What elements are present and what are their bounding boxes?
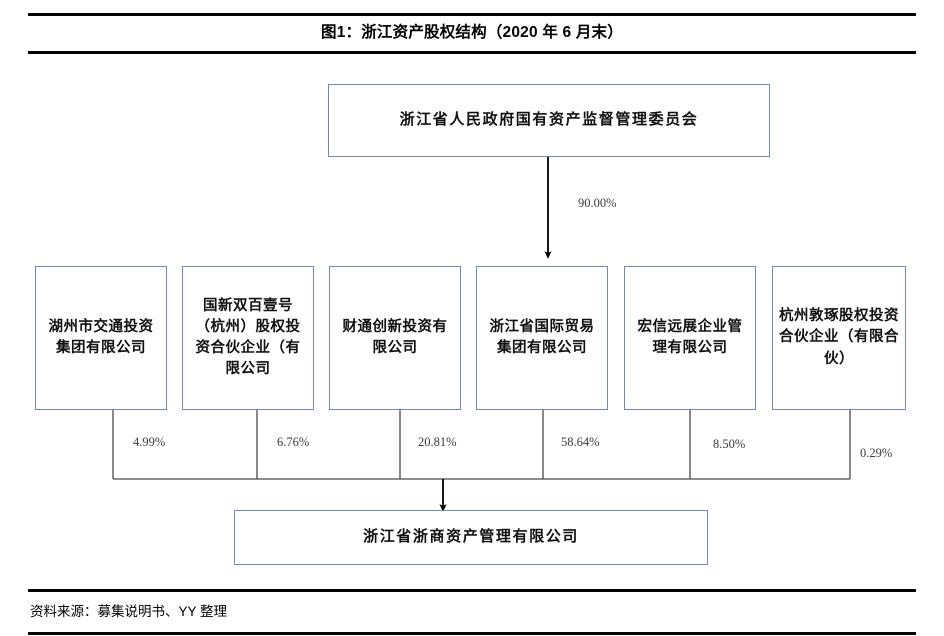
- source-note: 资料来源：募集说明书、YY 整理: [30, 604, 228, 619]
- page-title: 图1：浙江资产股权结构（2020 年 6 月末）: [321, 24, 623, 41]
- node-caitong-label: 财通创新投资有限公司: [342, 318, 448, 356]
- node-sasac[interactable]: 浙江省人民政府国有资产监督管理委员会: [328, 84, 770, 157]
- edge-label-huzhou: 4.99%: [133, 435, 166, 449]
- node-caitong[interactable]: 财通创新投资有限公司: [329, 266, 461, 410]
- edge-label-dunzhuo: 0.29%: [860, 446, 893, 460]
- node-hongxin[interactable]: 宏信远展企业管理有限公司: [624, 266, 756, 410]
- edge-label-guoxin: 6.76%: [277, 435, 310, 449]
- node-zheshang-label: 浙江省浙商资产管理有限公司: [363, 528, 579, 545]
- node-huzhou[interactable]: 湖州市交通投资集团有限公司: [35, 266, 167, 410]
- node-guoxin-label: 国新双百壹号（杭州）股权投资合伙企业（有限公司: [195, 297, 301, 378]
- edge-label-sasac-to-trade: 90.00%: [578, 196, 617, 210]
- node-dunzhuo[interactable]: 杭州敦琢股权投资合伙企业（有限合伙）: [772, 266, 906, 410]
- node-trade[interactable]: 浙江省国际贸易集团有限公司: [476, 266, 608, 410]
- node-dunzhuo-label: 杭州敦琢股权投资合伙企业（有限合伙）: [779, 308, 899, 367]
- header-rule-top: [28, 13, 916, 16]
- node-sasac-label: 浙江省人民政府国有资产监督管理委员会: [399, 111, 699, 128]
- node-zheshang[interactable]: 浙江省浙商资产管理有限公司: [234, 510, 708, 565]
- node-hongxin-label: 宏信远展企业管理有限公司: [637, 318, 743, 356]
- header-rule-bottom: [28, 51, 916, 54]
- edge-label-hongxin: 8.50%: [713, 437, 746, 451]
- footer-rule-bottom: [28, 632, 916, 635]
- edge-label-trade: 58.64%: [561, 435, 600, 449]
- node-huzhou-label: 湖州市交通投资集团有限公司: [48, 318, 154, 356]
- edge-label-caitong: 20.81%: [418, 435, 457, 449]
- footer-rule-top: [28, 589, 916, 592]
- node-trade-label: 浙江省国际贸易集团有限公司: [489, 318, 595, 356]
- node-guoxin[interactable]: 国新双百壹号（杭州）股权投资合伙企业（有限公司: [182, 266, 314, 410]
